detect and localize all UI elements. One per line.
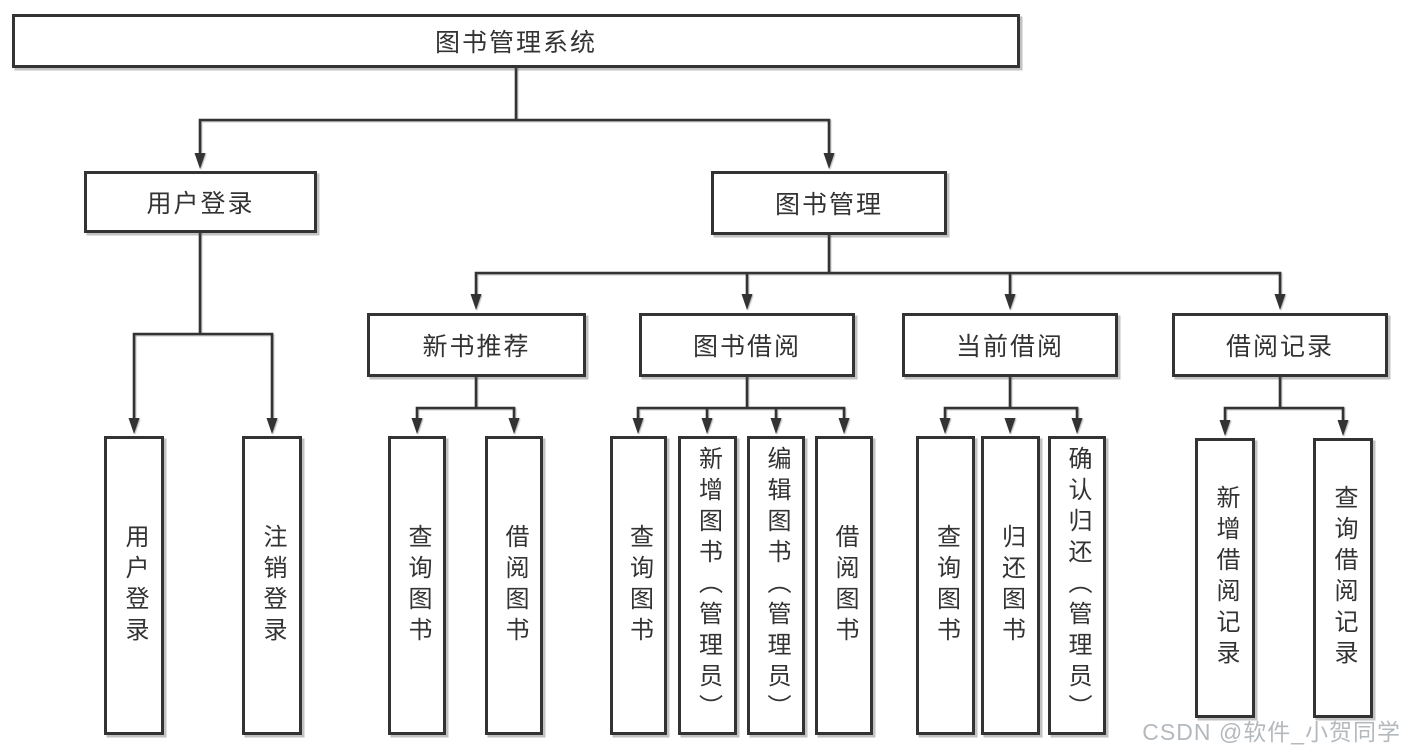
- node-label: 查询图书: [404, 523, 431, 648]
- leaf-current-query-books: 查询图书: [916, 436, 975, 735]
- leaf-current-confirm-return-admin: 确认归还（管理员）: [1048, 436, 1106, 735]
- node-user-login-group: 用户登录: [84, 171, 317, 233]
- node-label: 编辑图书（管理员）: [763, 446, 790, 725]
- node-label: 确认归还（管理员）: [1064, 446, 1091, 725]
- node-label: 当前借阅: [955, 333, 1064, 361]
- node-label: 借阅记录: [1225, 333, 1334, 361]
- node-label: 用户登录: [121, 523, 148, 648]
- node-label: 归还图书: [997, 523, 1025, 648]
- leaf-recommend-borrow-books: 借阅图书: [485, 436, 543, 735]
- node-new-book-recommend: 新书推荐: [367, 313, 586, 377]
- node-label: 新书推荐: [422, 333, 531, 361]
- node-label: 用户登录: [146, 190, 255, 218]
- leaf-records-query-record: 查询借阅记录: [1313, 438, 1373, 718]
- leaf-borrow-borrow-books: 借阅图书: [815, 436, 873, 735]
- leaf-borrow-query-books: 查询图书: [610, 436, 667, 735]
- leaf-recommend-query-books: 查询图书: [388, 436, 446, 735]
- leaf-borrow-add-books-admin: 新增图书（管理员）: [678, 436, 737, 735]
- node-current-borrow: 当前借阅: [902, 313, 1118, 377]
- node-label: 图书管理系统: [434, 29, 597, 57]
- node-borrow-records: 借阅记录: [1172, 313, 1388, 377]
- leaf-records-add-record: 新增借阅记录: [1195, 438, 1255, 718]
- node-book-borrow: 图书借阅: [639, 313, 855, 377]
- node-label: 查询图书: [625, 523, 653, 648]
- node-root: 图书管理系统: [12, 14, 1020, 68]
- leaf-logout-login: 注销登录: [242, 436, 302, 735]
- node-label: 新增图书（管理员）: [694, 446, 722, 725]
- node-label: 注销登录: [259, 523, 286, 648]
- csdn-watermark: CSDN @软件_小贺同学: [1142, 719, 1401, 745]
- leaf-user-login: 用户登录: [104, 436, 164, 735]
- leaf-borrow-edit-books-admin: 编辑图书（管理员）: [747, 436, 805, 735]
- node-label: 借阅图书: [831, 523, 858, 648]
- node-label: 查询借阅记录: [1330, 485, 1357, 671]
- node-label: 图书借阅: [692, 333, 801, 361]
- node-label: 新增借阅记录: [1212, 485, 1239, 671]
- node-label: 借阅图书: [501, 523, 528, 648]
- leaf-current-return-books: 归还图书: [981, 436, 1040, 735]
- node-label: 图书管理: [774, 191, 883, 219]
- node-book-management: 图书管理: [711, 171, 947, 235]
- node-label: 查询图书: [932, 523, 960, 648]
